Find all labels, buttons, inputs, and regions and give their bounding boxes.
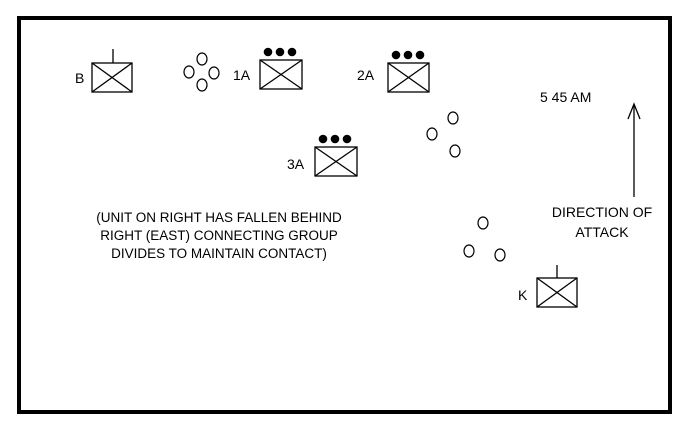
unit-b: B [75, 49, 133, 93]
unit-3a-symbol [314, 146, 358, 177]
note-line3: DIVIDES TO MAINTAIN CONTACT) [111, 246, 327, 261]
platoon-dot [415, 50, 425, 60]
unit-k-label: K [518, 287, 528, 303]
unit-1a: 1A [233, 47, 303, 90]
direction-label-line1: DIRECTION OF [552, 204, 652, 220]
connecting-group-west [183, 52, 220, 92]
unit-2a: 2A [357, 50, 430, 93]
platoon-dot [263, 47, 273, 57]
connecting-group-east-lower [463, 216, 506, 262]
soldier-marker [196, 78, 208, 92]
direction-label-line2: ATTACK [575, 224, 629, 240]
unit-k-symbol [536, 277, 578, 308]
soldier-marker [196, 52, 208, 66]
direction-arrow [627, 102, 641, 197]
soldier-marker [494, 248, 506, 262]
platoon-dot [342, 134, 352, 144]
note-line1: (UNIT ON RIGHT HAS FALLEN BEHIND [96, 210, 342, 225]
soldier-marker [183, 65, 195, 79]
unit-3a-label: 3A [287, 156, 305, 172]
unit-1a-symbol [259, 59, 303, 90]
platoon-dot [403, 50, 413, 60]
connecting-group-east-upper [426, 111, 461, 158]
unit-3a: 3A [287, 134, 358, 177]
soldier-marker [426, 127, 438, 141]
unit-b-symbol [91, 62, 133, 93]
platoon-dot [275, 47, 285, 57]
time-label: 5 45 AM [540, 89, 591, 105]
platoon-dot [318, 134, 328, 144]
arrow-head [627, 102, 641, 120]
platoon-dot [287, 47, 297, 57]
platoon-dot [330, 134, 340, 144]
unit-2a-symbol [387, 62, 430, 93]
note-line2: RIGHT (EAST) CONNECTING GROUP [100, 228, 338, 243]
unit-2a-label: 2A [357, 67, 375, 83]
soldier-marker [449, 144, 461, 158]
unit-1a-label: 1A [233, 67, 251, 83]
soldier-marker [463, 244, 475, 258]
unit-b-label: B [75, 70, 84, 86]
soldier-marker [477, 216, 489, 230]
diagram-border [17, 16, 672, 414]
soldier-marker [447, 111, 459, 125]
platoon-dot [391, 50, 401, 60]
unit-k: K [518, 265, 578, 308]
soldier-marker [208, 66, 220, 80]
